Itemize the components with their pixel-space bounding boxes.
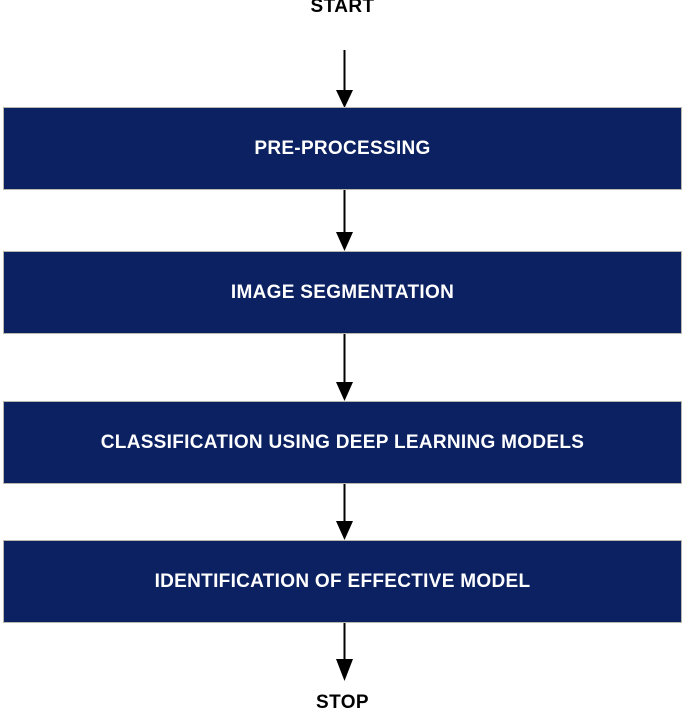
down-arrow-icon-identification-to-stop: [336, 623, 353, 681]
down-arrow-icon-classification-to-identification: [336, 484, 353, 540]
terminator-stop: STOP: [316, 692, 369, 713]
down-arrow-icon-start-to-preprocessing: [336, 50, 353, 108]
down-arrow-icon-preprocessing-to-segmentation: [336, 190, 353, 251]
process-node-identification[interactable]: IDENTIFICATION OF EFFECTIVE MODEL: [3, 540, 682, 623]
process-node-segmentation-label: IMAGE SEGMENTATION: [230, 281, 455, 303]
process-node-preprocessing[interactable]: PRE-PROCESSING: [3, 107, 682, 190]
down-arrow-icon-segmentation-to-classification: [336, 334, 353, 401]
process-node-classification-label: CLASSIFICATION USING DEEP LEARNING MODEL…: [100, 431, 585, 453]
process-node-segmentation[interactable]: IMAGE SEGMENTATION: [3, 251, 682, 334]
process-node-preprocessing-label: PRE-PROCESSING: [254, 137, 431, 159]
terminator-start: START: [310, 0, 375, 17]
process-node-identification-label: IDENTIFICATION OF EFFECTIVE MODEL: [154, 570, 531, 592]
process-node-classification[interactable]: CLASSIFICATION USING DEEP LEARNING MODEL…: [3, 401, 682, 484]
